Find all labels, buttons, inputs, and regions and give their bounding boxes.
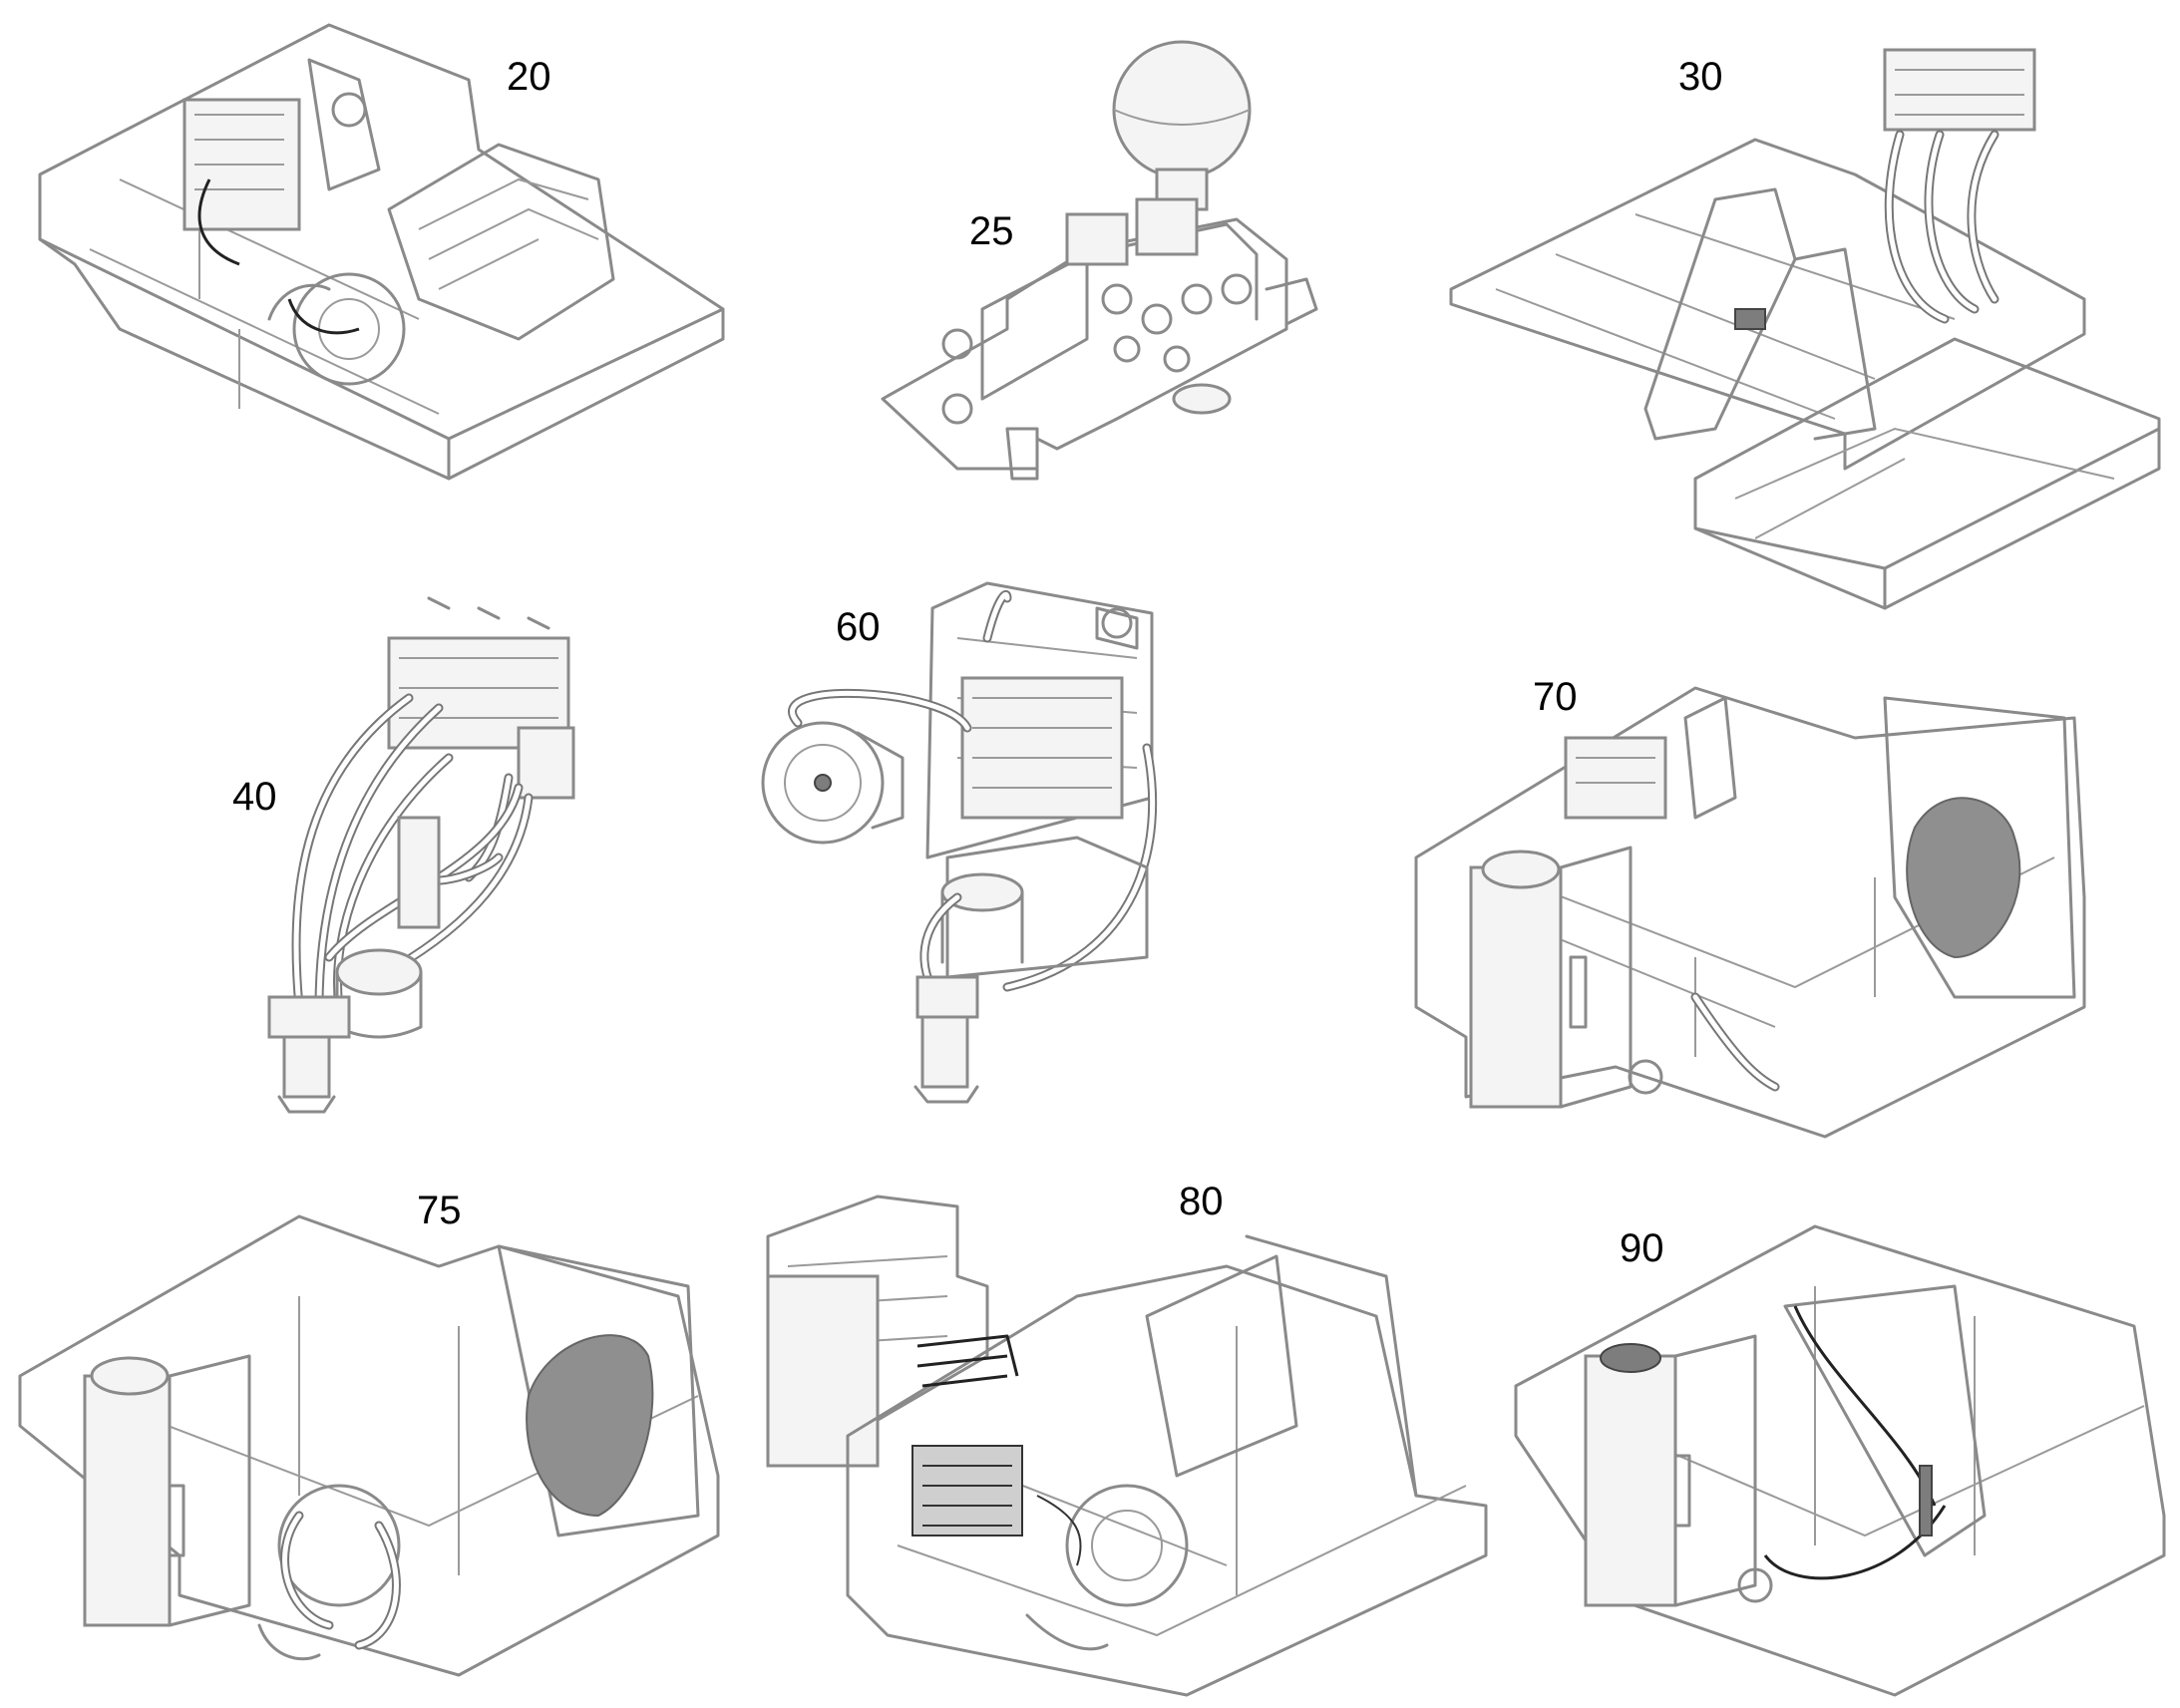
assembly-80-label: 80 bbox=[1179, 1180, 1224, 1223]
assembly-80-drawing bbox=[766, 1195, 1488, 1697]
assembly-40-label: 40 bbox=[232, 775, 277, 819]
assembly-75-drawing bbox=[18, 1214, 720, 1677]
assembly-60-label: 60 bbox=[836, 605, 881, 649]
assembly-40-drawing bbox=[267, 596, 575, 1114]
assembly-20-label: 20 bbox=[507, 55, 551, 99]
assembly-60-drawing bbox=[761, 581, 1158, 1104]
assembly-30-drawing bbox=[1449, 48, 2161, 610]
assembly-90-label: 90 bbox=[1620, 1226, 1664, 1270]
assembly-75-label: 75 bbox=[417, 1189, 462, 1232]
assembly-30-label: 30 bbox=[1678, 55, 1723, 99]
assembly-25-label: 25 bbox=[969, 209, 1014, 253]
assembly-25-drawing bbox=[881, 40, 1318, 481]
assembly-70-label: 70 bbox=[1533, 675, 1578, 719]
assembly-90-drawing bbox=[1514, 1224, 2166, 1697]
assembly-70-drawing bbox=[1414, 686, 2086, 1139]
assembly-20-drawing bbox=[38, 23, 725, 481]
